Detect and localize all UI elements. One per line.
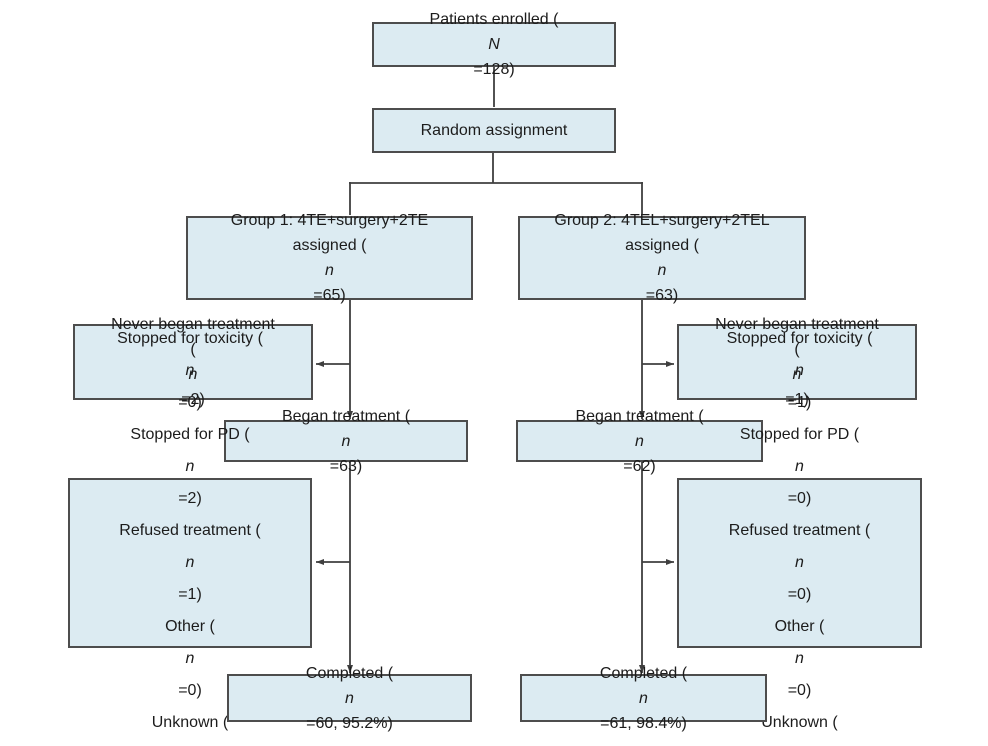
connector-group1-to-began1 (316, 300, 353, 419)
node-began-treatment-group2: Began treatment (n=62) (516, 408, 763, 475)
node-stopped-reasons-group1: Stopped for toxicity (n=0)Stopped for PD… (68, 330, 312, 731)
node-random-assignment: Random assignment (372, 108, 616, 153)
node-never-began-treatment-group1: Never began treatment(n=2) (73, 316, 313, 408)
connector-began2-to-completed2 (639, 462, 674, 673)
node-completed-group1: Completed (n=60, 95.2%) (227, 665, 472, 732)
connector-began1-to-completed1 (316, 462, 353, 673)
node-began-treatment-group1: Began treatment (n=63) (224, 408, 468, 475)
connector-random-split (349, 153, 643, 215)
node-completed-group2: Completed (n=61, 98.4%) (520, 665, 767, 732)
connector-group2-to-began2 (639, 300, 674, 419)
node-never-began-treatment-group2: Never began treatment(n=1) (677, 316, 917, 408)
node-stopped-reasons-group2: Stopped for toxicity (n=1)Stopped for PD… (677, 330, 922, 731)
node-patients-enrolled: Patients enrolled (N=128) (372, 11, 616, 78)
